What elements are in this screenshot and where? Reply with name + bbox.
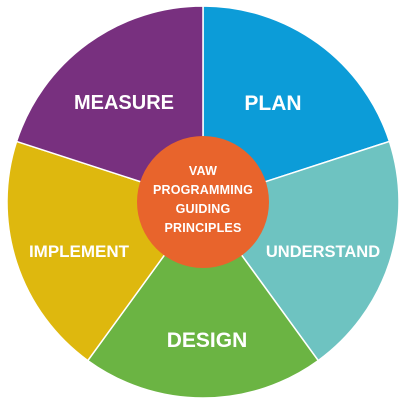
segment-label-understand: UNDERSTAND: [266, 243, 380, 261]
segment-label-plan: PLAN: [244, 92, 301, 115]
center-line-3: GUIDING: [176, 202, 231, 216]
segments-group: [6, 5, 400, 399]
center-line-1: VAW: [189, 164, 217, 178]
segment-labels: PLAN UNDERSTAND DESIGN IMPLEMENT MEASURE: [29, 92, 380, 352]
center-hub: VAW PROGRAMMING GUIDING PRINCIPLES: [137, 136, 269, 268]
center-line-4: PRINCIPLES: [164, 221, 241, 235]
segment-label-measure: MEASURE: [74, 92, 174, 114]
center-circle: [137, 136, 269, 268]
segment-label-implement: IMPLEMENT: [29, 242, 130, 261]
center-line-2: PROGRAMMING: [153, 183, 253, 197]
segment-label-design: DESIGN: [167, 329, 248, 352]
